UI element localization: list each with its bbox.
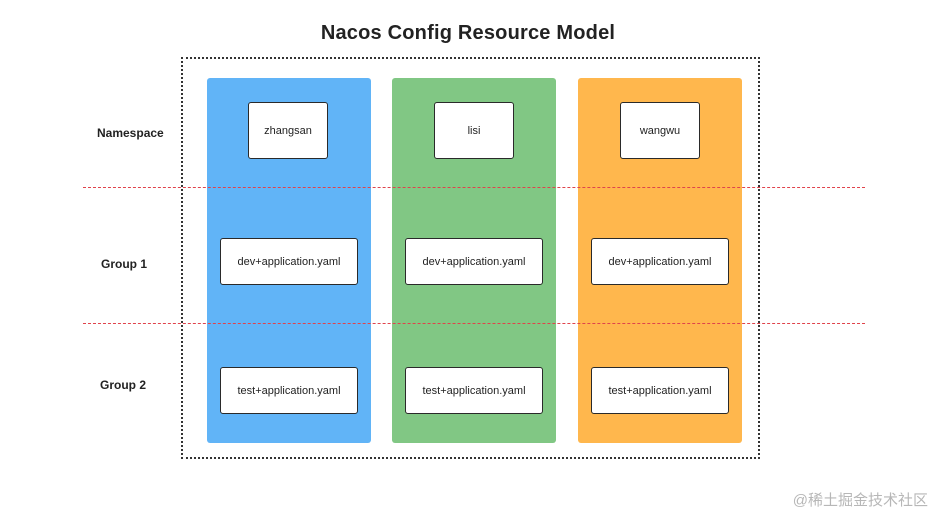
config-file-dev-wangwu: dev+application.yaml	[591, 238, 729, 285]
row-label-namespace: Namespace	[97, 126, 164, 140]
namespace-column-zhangsan: zhangsan dev+application.yaml test+appli…	[207, 78, 371, 443]
config-file-dev-zhangsan: dev+application.yaml	[220, 238, 358, 285]
namespace-box-lisi: lisi	[434, 102, 514, 159]
row-label-group-1: Group 1	[101, 257, 148, 271]
config-file-dev-lisi: dev+application.yaml	[405, 238, 543, 285]
config-file-test-lisi: test+application.yaml	[405, 367, 543, 414]
namespace-column-wangwu: wangwu dev+application.yaml test+applica…	[578, 78, 742, 443]
group-divider	[83, 323, 865, 324]
namespace-group-divider	[83, 187, 865, 188]
namespace-box-zhangsan: zhangsan	[248, 102, 328, 159]
watermark: @稀土掘金技术社区	[792, 492, 928, 509]
namespace-box-wangwu: wangwu	[620, 102, 700, 159]
resource-model-boundary	[181, 57, 760, 459]
namespace-column-lisi: lisi dev+application.yaml test+applicati…	[392, 78, 556, 443]
config-file-test-zhangsan: test+application.yaml	[220, 367, 358, 414]
row-label-group-2: Group 2	[100, 378, 147, 392]
config-file-test-wangwu: test+application.yaml	[591, 367, 729, 414]
diagram-title: Nacos Config Resource Model	[320, 22, 616, 44]
